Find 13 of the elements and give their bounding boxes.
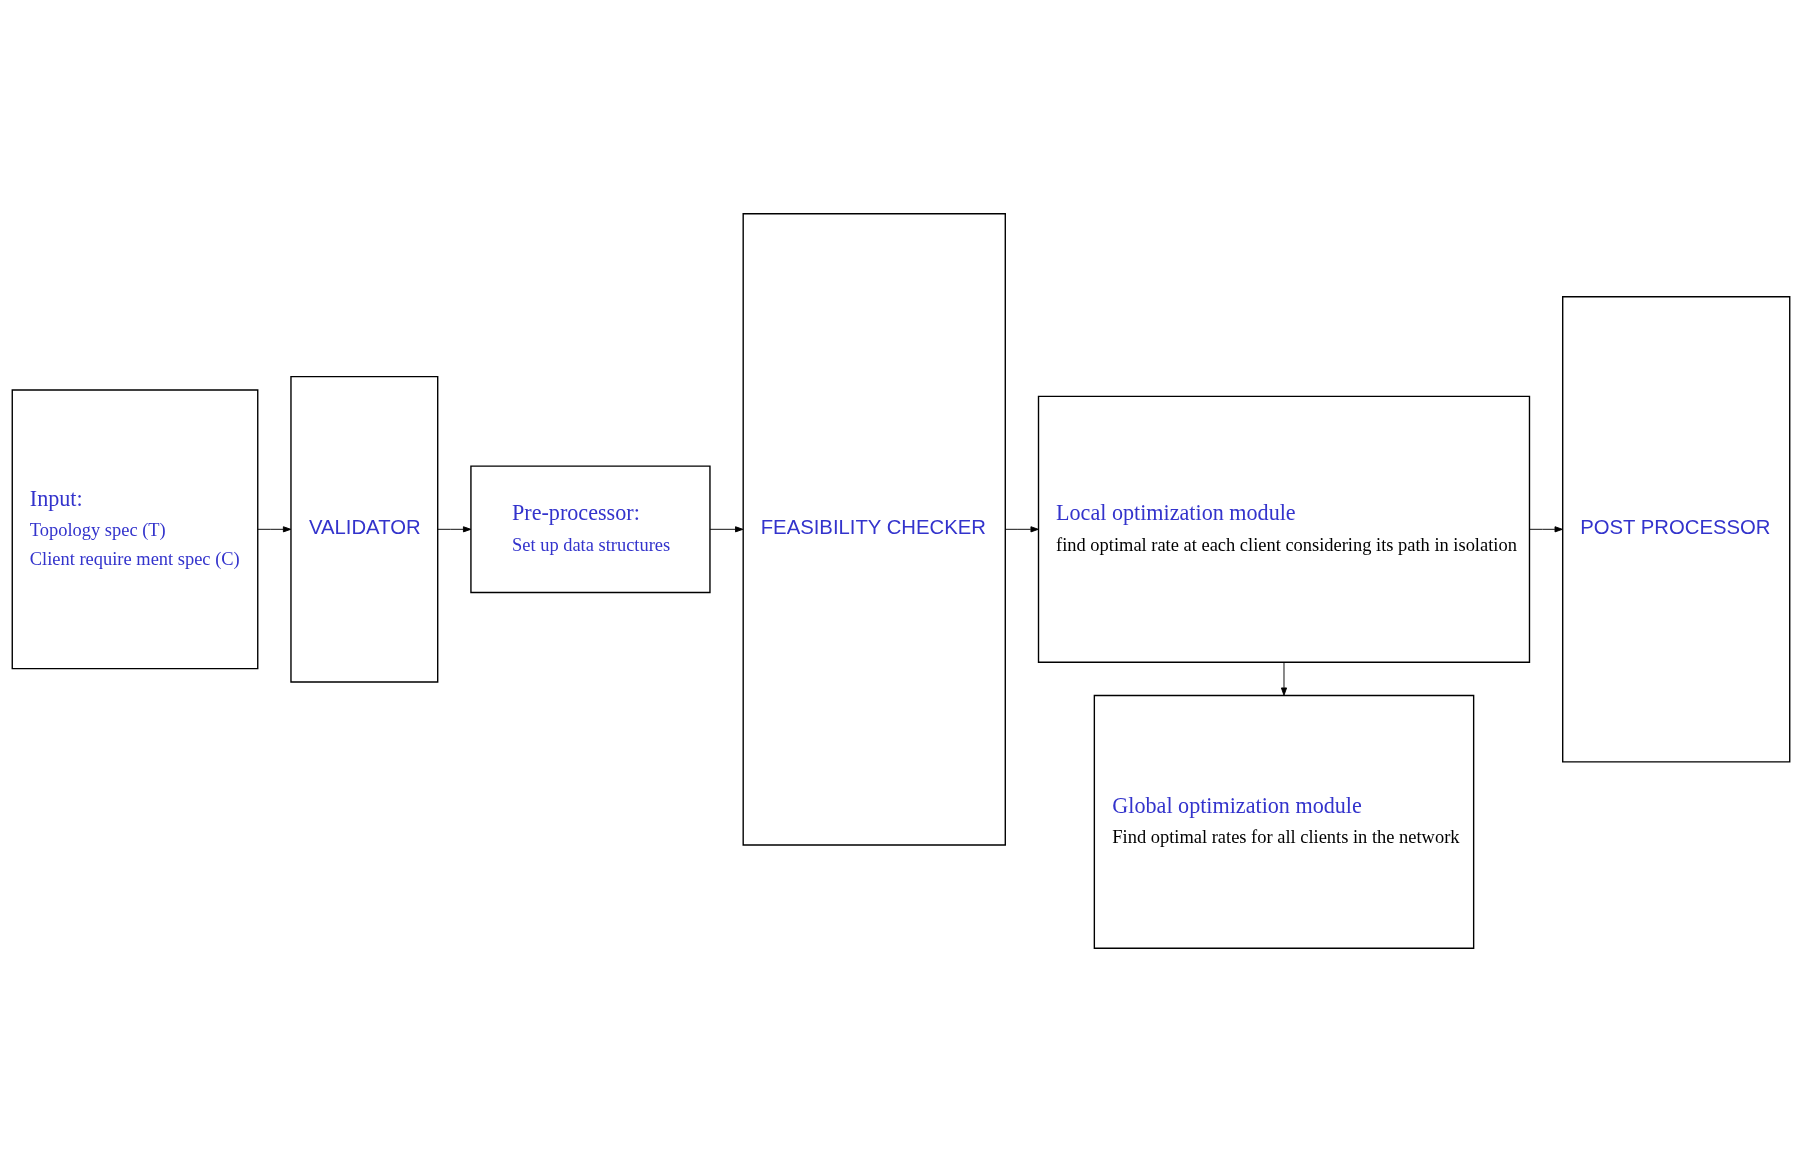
node-box: Input: Topology spec (T) Client require ment spec (C) [11, 389, 259, 670]
node-box: Local optimization module find optimal rate at each client considering its path in isolation [1037, 395, 1531, 663]
node-box: Pre-processor: Set up data structures [470, 465, 711, 594]
node-box: FEASIBILITY CHECKER [742, 213, 1006, 846]
node-box: Global optimization module Find optimal rates for all clients in the network [1093, 694, 1475, 949]
node-box: POST PROCESSOR [1562, 296, 1791, 763]
arrow [1280, 661, 1288, 696]
arrow [437, 526, 472, 533]
arrow [709, 526, 744, 533]
arrow [1004, 526, 1039, 533]
arrow [257, 526, 292, 533]
node-box: VALIDATOR [290, 375, 439, 683]
arrow [1529, 526, 1563, 533]
